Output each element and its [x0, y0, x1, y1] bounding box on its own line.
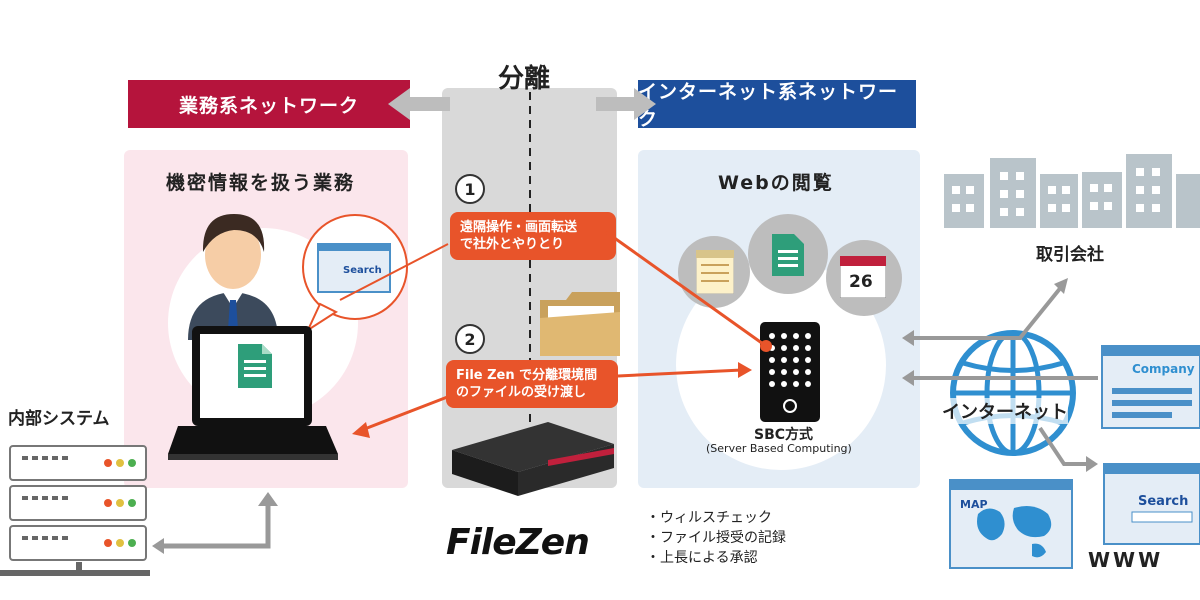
sbc-subtitle: (Server Based Computing) [706, 442, 852, 455]
feature-file-record: ・ファイル授受の記録 [646, 530, 786, 546]
separation-line [529, 92, 531, 492]
sbc-title: SBC方式 [754, 427, 814, 443]
www-label: WWW [1088, 548, 1164, 572]
step-2-line-2: のファイルの受け渡し [456, 385, 587, 400]
company-card [1101, 345, 1200, 429]
internal-system-label: 内部システム [8, 409, 110, 429]
internet-label: インターネット [942, 398, 1068, 424]
map-card [949, 479, 1073, 569]
internal-link-arrow [152, 492, 278, 554]
feature-virus-check: ・ウィルスチェック [646, 510, 772, 526]
step-2-number: 2 [455, 324, 485, 354]
search-card-label: Search [1138, 494, 1189, 509]
feature-approval: ・上長による承認 [646, 550, 758, 566]
business-network-banner: 業務系ネットワーク [128, 80, 410, 128]
folder-icon [540, 292, 620, 356]
filezen-logo: FileZen [446, 522, 590, 563]
step-1-line-2: で社外とやりとり [460, 237, 565, 252]
business-panel-title: 機密情報を扱う業務 [166, 172, 356, 194]
step-1-box: 遠隔操作・画面転送 で社外とやりとり [450, 212, 616, 260]
server-tower-icon [760, 322, 820, 422]
thought-bubble [302, 214, 408, 332]
document-icon [238, 344, 272, 388]
map-card-label: MAP [960, 498, 988, 511]
step-1-line-1: 遠隔操作・画面転送 [460, 220, 578, 235]
notepad-icon [696, 250, 734, 294]
building-icon [944, 154, 1200, 228]
step-2-line-1: File Zen で分離環境間 [456, 368, 598, 383]
bubble-search-text: Search [343, 265, 382, 276]
partner-companies-label: 取引会社 [1036, 245, 1104, 265]
feature-list: ・ウィルスチェック ・ファイル授受の記録 ・上長による承認 [646, 508, 786, 568]
filezen-device-icon [452, 422, 614, 496]
step-2-box: File Zen で分離環境間 のファイルの受け渡し [446, 360, 618, 408]
separation-label: 分離 [498, 64, 551, 94]
separation-arrows [388, 88, 656, 120]
calendar-icon [840, 256, 886, 298]
company-card-label: Company [1132, 362, 1195, 376]
document-icon [772, 234, 804, 276]
server-rack-icon [0, 445, 150, 576]
step-1-number: 1 [455, 174, 485, 204]
calendar-day: 26 [849, 272, 873, 292]
business-network-label: 業務系ネットワーク [178, 94, 359, 117]
internet-panel-title: Webの閲覧 [718, 172, 834, 194]
internet-network-banner: インターネット系ネットワーク [638, 80, 916, 130]
search-card [1103, 463, 1200, 545]
